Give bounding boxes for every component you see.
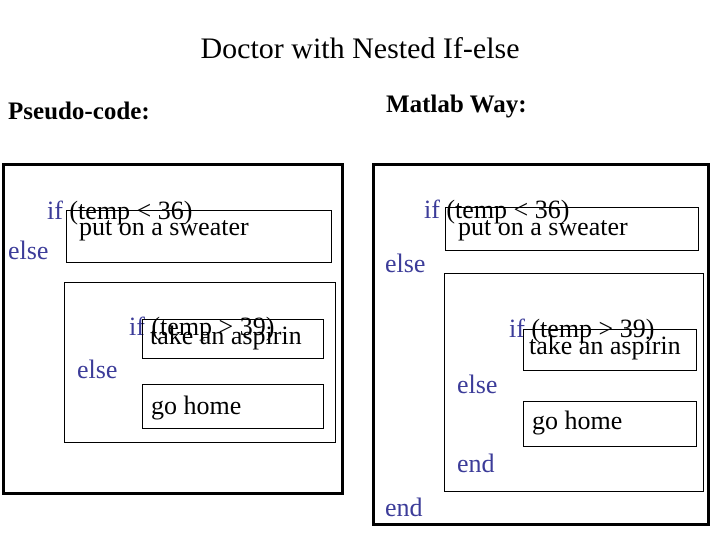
matlab-else-keyword: else <box>385 249 426 278</box>
pseudo-nested-block: if (temp > 39) take an aspirin else go h… <box>64 282 336 443</box>
matlab-then-action-box: put on a sweater <box>445 207 699 251</box>
pseudo-code-panel: if (temp < 36) put on a sweater else if … <box>2 163 344 495</box>
matlab-end-keyword: end <box>385 493 423 522</box>
matlab-nested-if-condition: (temp > 39) <box>524 314 655 343</box>
matlab-nested-else-keyword: else <box>457 370 498 399</box>
matlab-nested-else-action-box: go home <box>523 401 697 447</box>
pseudo-else-keyword: else <box>8 236 49 265</box>
pseudo-nested-if-condition: (temp > 39) <box>144 312 275 341</box>
pseudo-then-action-box: put on a sweater <box>66 210 332 263</box>
matlab-nested-then-action-label: take an aspirin <box>529 331 681 360</box>
matlab-nested-end-keyword: end <box>457 449 495 478</box>
matlab-then-action-label: put on a sweater <box>458 212 628 241</box>
pseudo-nested-then-action-label: take an aspirin <box>150 321 302 350</box>
matlab-nested-block: if (temp > 39) take an aspirin else go h… <box>444 273 704 492</box>
matlab-way-panel: if (temp < 36) put on a sweater else if … <box>372 163 710 526</box>
matlab-way-heading: Matlab Way: <box>386 91 527 118</box>
pseudo-nested-else-action-label: go home <box>151 391 242 420</box>
matlab-if-keyword: if <box>424 195 440 224</box>
matlab-if-condition: (temp < 36) <box>439 195 570 224</box>
pseudo-if-keyword: if <box>47 196 63 225</box>
pseudo-nested-if-keyword: if <box>129 312 145 341</box>
matlab-nested-if-line: if (temp > 39) <box>457 290 654 368</box>
pseudo-then-action-label: put on a sweater <box>79 212 249 241</box>
slide-title: Doctor with Nested If-else <box>200 32 520 65</box>
matlab-if-line: if (temp < 36) <box>385 171 569 249</box>
matlab-nested-if-keyword: if <box>509 314 525 343</box>
pseudo-code-heading: Pseudo-code: <box>8 98 150 125</box>
matlab-nested-then-action-box: take an aspirin <box>523 329 697 371</box>
pseudo-nested-else-action-box: go home <box>142 384 324 429</box>
pseudo-nested-if-line: if (temp > 39) <box>77 288 274 366</box>
matlab-nested-else-action-label: go home <box>532 406 623 435</box>
pseudo-nested-else-keyword: else <box>77 355 118 384</box>
pseudo-nested-then-action-box: take an aspirin <box>142 319 324 359</box>
